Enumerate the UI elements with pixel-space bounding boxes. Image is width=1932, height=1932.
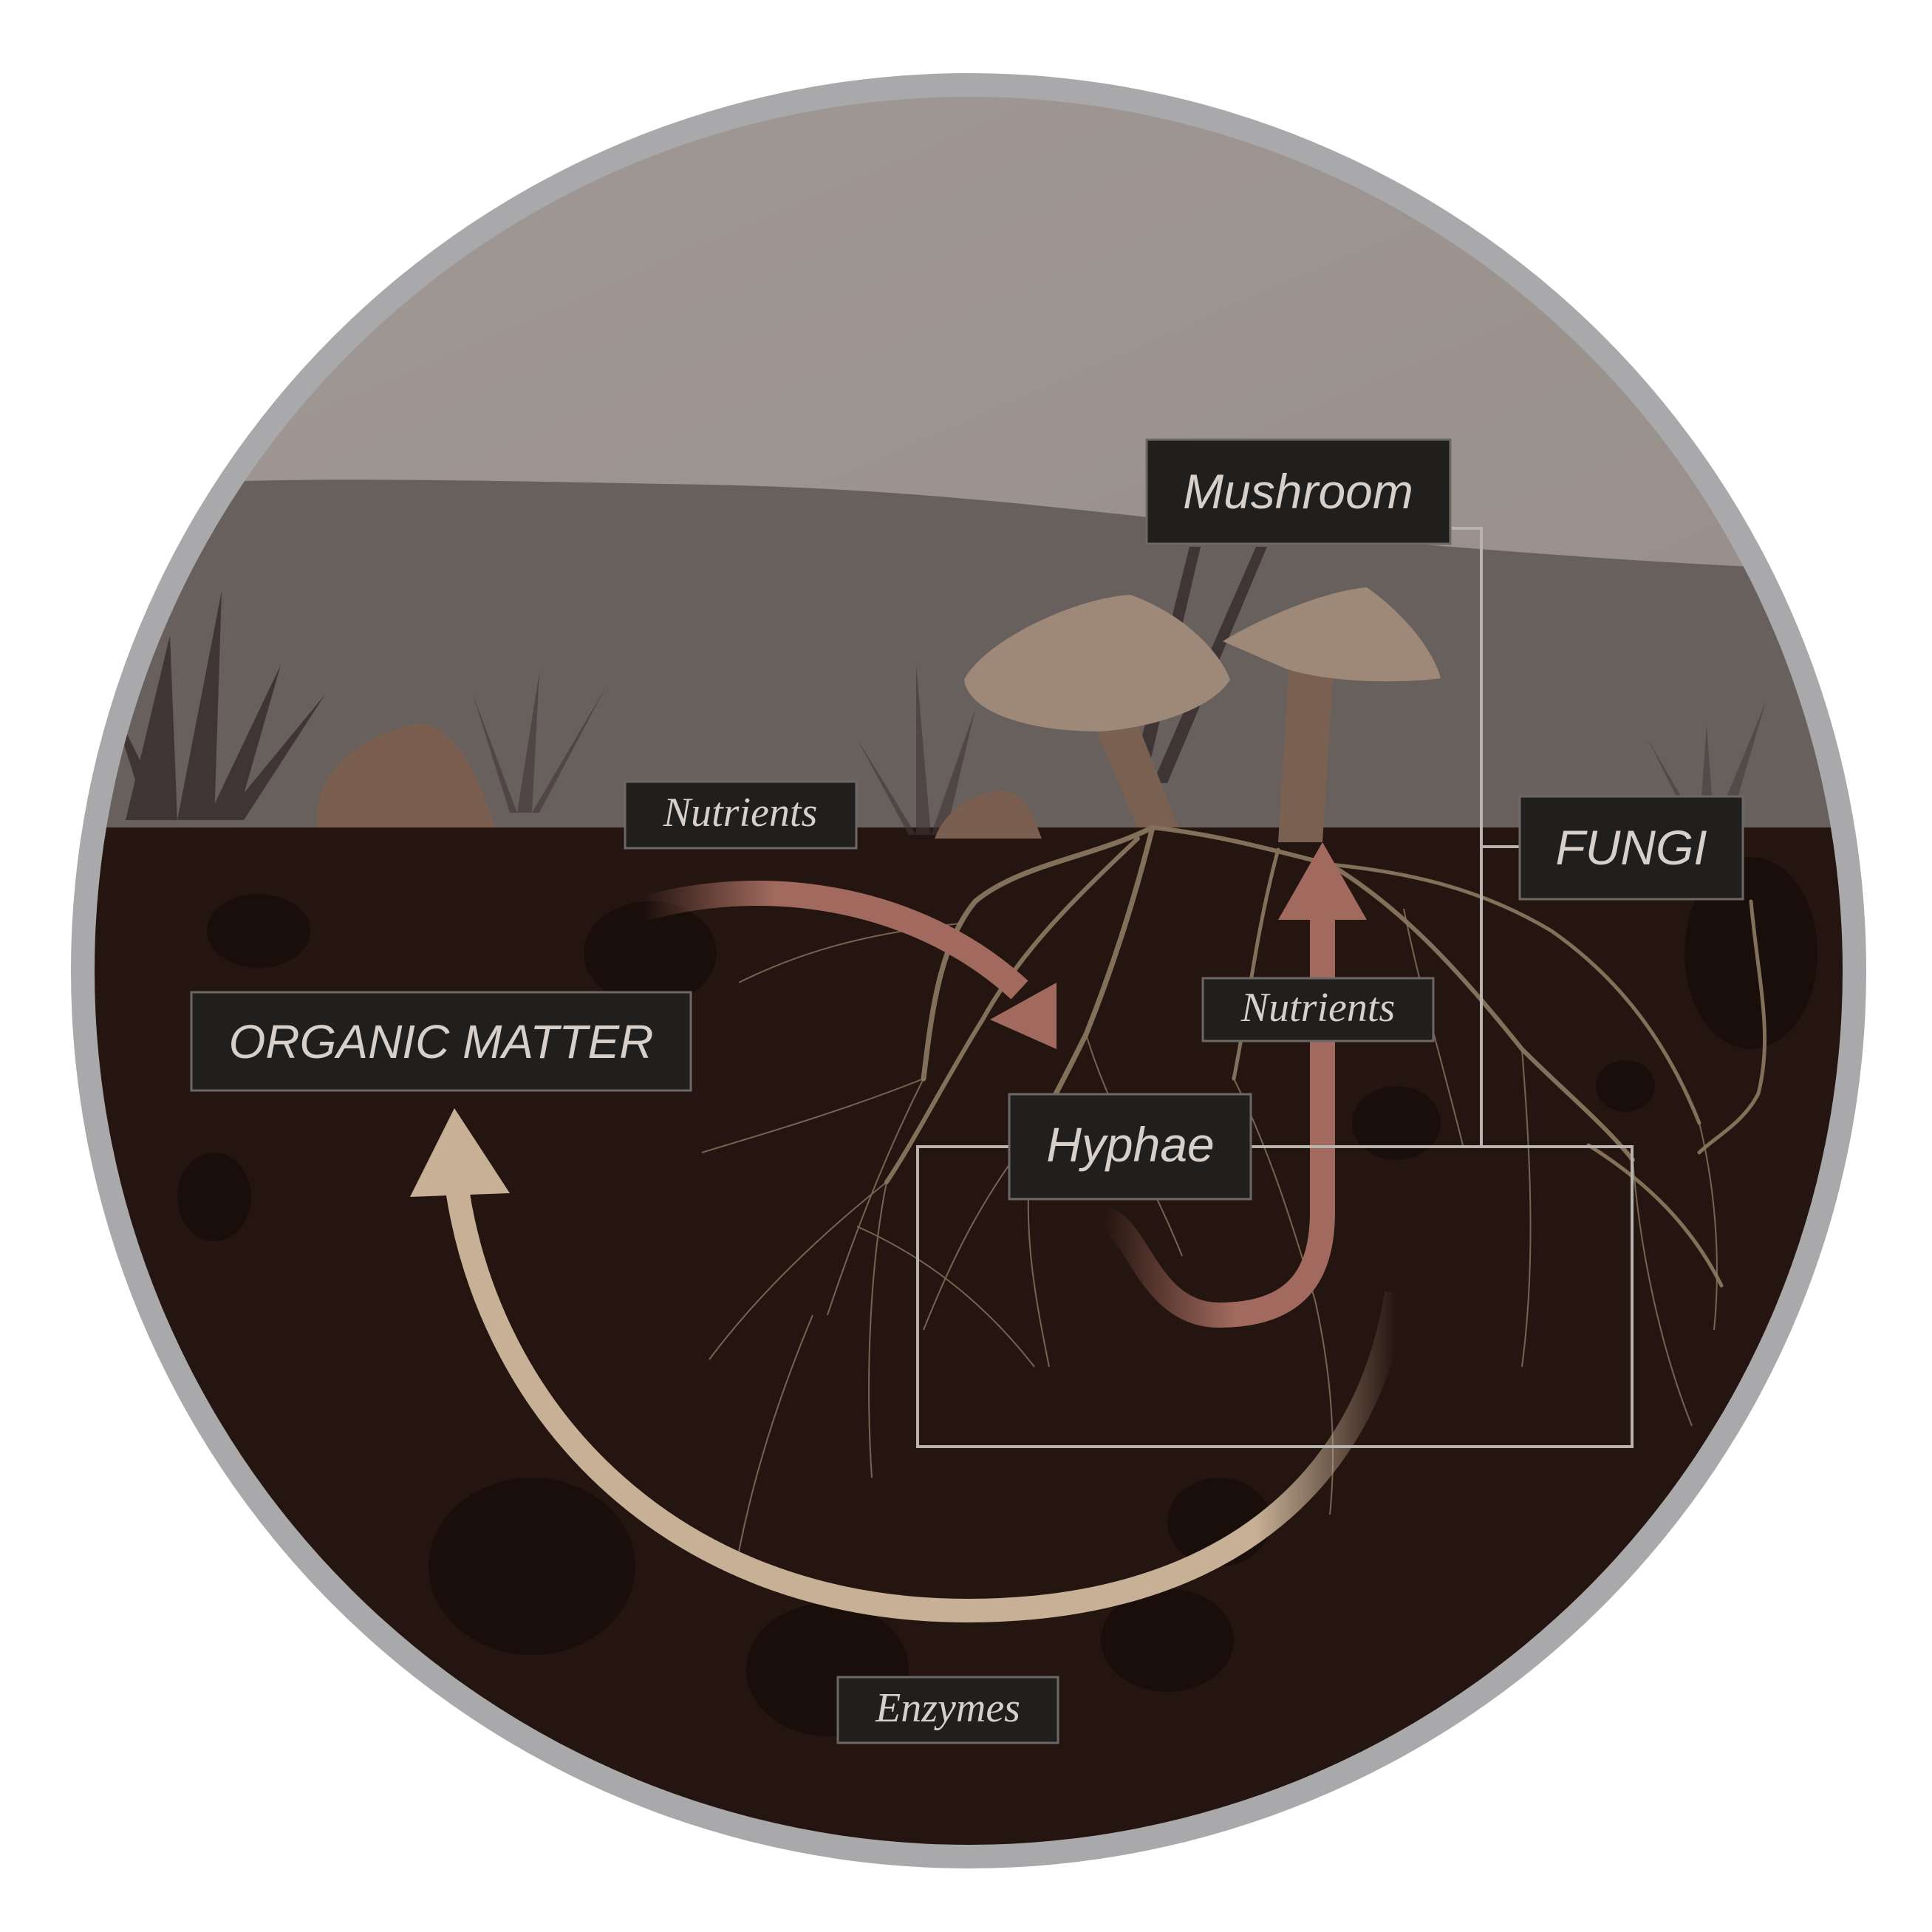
label-nutrients-mid-text: Nutrients — [1240, 985, 1395, 1031]
label-fungi: FUNGI — [1518, 795, 1744, 901]
label-enzymes-text: Enzymes — [875, 1685, 1020, 1731]
fungi-bracket — [916, 527, 1634, 1448]
label-nutrients-top: Nutrients — [624, 780, 858, 850]
label-mushroom-text: Mushroom — [1183, 464, 1413, 519]
nutrients-arrow-to-mushroom — [1100, 916, 1335, 1328]
rock — [935, 791, 1042, 839]
label-fungi-text: FUNGI — [1555, 820, 1707, 875]
mushroom-illustration — [964, 587, 1441, 842]
nutrients-arrowhead-down — [990, 983, 1057, 1049]
nutrients-arrowhead-up — [1278, 842, 1367, 920]
label-hyphae-text: Hyphae — [1046, 1117, 1215, 1172]
label-enzymes: Enzymes — [836, 1676, 1059, 1744]
label-nutrients-top-text: Nutrients — [663, 790, 817, 836]
nutrients-arrow-to-hyphae — [639, 880, 1028, 1000]
rock — [316, 723, 495, 827]
label-mushroom: Mushroom — [1145, 438, 1452, 545]
label-hyphae: Hyphae — [1008, 1093, 1252, 1201]
label-organic-matter-text: ORGANIC MATTER — [229, 1015, 654, 1068]
enzymes-arrowhead — [410, 1108, 510, 1197]
enzymes-arrow — [443, 1166, 1408, 1623]
hill — [95, 479, 1843, 835]
hyphae-region-outline — [916, 1145, 1634, 1448]
label-organic-matter: ORGANIC MATTER — [190, 991, 692, 1092]
label-nutrients-mid: Nutrients — [1201, 977, 1435, 1042]
